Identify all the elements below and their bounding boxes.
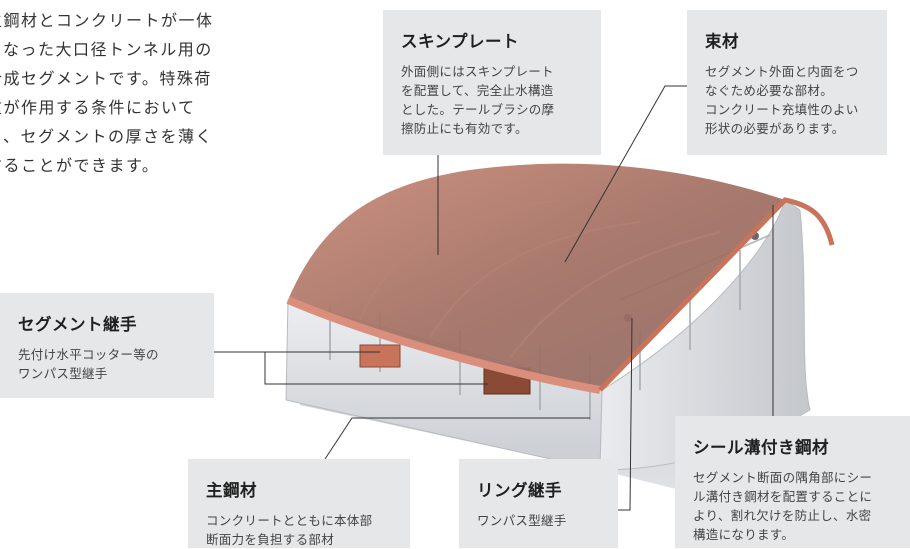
callout-skin-plate: スキンプレート 外面側にはスキンプレート を配置して、完全止水構造 とした。テー…: [383, 10, 601, 155]
callout-title: リング継手: [477, 481, 562, 500]
callout-line: ル溝付き鋼材を配置することに: [693, 489, 873, 504]
callout-title: 束材: [705, 32, 739, 51]
leader-main-steel: [324, 417, 590, 460]
leader-segment-joint: [214, 351, 488, 385]
callout-line: 先付け水平コッター等の: [18, 347, 159, 362]
intro-line: となった大口径トンネル用の: [0, 40, 213, 59]
callout-body: ワンパス型継手: [477, 511, 600, 530]
callout-title: シール溝付き鋼材: [693, 438, 829, 457]
intro-line: することができます。: [0, 156, 160, 175]
callout-title: スキンプレート: [401, 32, 520, 51]
callout-line: セグメント断面の隅角部にシー: [693, 470, 873, 485]
callout-title: 主鋼材: [206, 481, 257, 500]
skin-plate-rim: [598, 197, 835, 392]
callout-title: セグメント継手: [18, 315, 137, 334]
skin-plate-ribs: [359, 199, 721, 359]
callout-line: 擦防止にも有効です。: [401, 121, 528, 136]
callout-ring-joint: リング継手 ワンパス型継手: [459, 459, 618, 548]
callout-body: セグメント断面の隅角部にシー ル溝付き鋼材を配置することに より、割れ欠けを防止…: [693, 468, 892, 544]
callout-main-steel: 主鋼材 コンクリートとともに本体部 断面力を負担する部材: [188, 459, 410, 548]
skin-plate-edge: [286, 296, 601, 394]
callout-body: セグメント外面と内面をつ なぐため必要な部材。 コンクリート充填性のよい 形状の…: [705, 62, 869, 138]
intro-line: 主鋼材とコンクリートが一体: [0, 11, 214, 30]
intro-line: 合成セグメントです。特殊荷: [0, 69, 212, 88]
segment-joint-block-1: [359, 344, 401, 368]
callout-line: ワンパス型継手: [477, 513, 567, 528]
callout-tsuka: 束材 セグメント外面と内面をつ なぐため必要な部材。 コンクリート充填性のよい …: [687, 10, 887, 155]
callout-line: 構造になります。: [693, 527, 795, 542]
callout-line: コンクリートとともに本体部: [206, 513, 373, 528]
intro-line: 重が作用する条件において: [0, 98, 196, 117]
callout-line: 外面側にはスキンプレート: [401, 64, 554, 79]
intro-text: 主鋼材とコンクリートが一体 となった大口径トンネル用の 合成セグメントです。特殊…: [0, 6, 278, 180]
callout-body: 先付け水平コッター等の ワンパス型継手: [18, 345, 196, 383]
callout-body: 外面側にはスキンプレート を配置して、完全止水構造 とした。テールブラシの摩 擦…: [401, 62, 583, 138]
callout-line: より、割れ欠けを防止し、水密: [693, 508, 872, 523]
callout-line: ワンパス型継手: [18, 366, 108, 381]
callout-line: を配置して、完全止水構造: [401, 83, 554, 98]
skin-plate: [288, 163, 785, 390]
callout-line: コンクリート充填性のよい: [705, 102, 859, 117]
callout-line: セグメント外面と内面をつ: [705, 64, 859, 79]
callout-seal-steel: シール溝付き鋼材 セグメント断面の隅角部にシー ル溝付き鋼材を配置することに よ…: [675, 416, 910, 548]
leader-tsuka: [564, 85, 687, 263]
callout-line: 断面力を負担する部材: [206, 532, 335, 547]
callout-line: なぐため必要な部材。: [705, 83, 834, 98]
leader-ring-joint: [618, 317, 633, 511]
callout-line: とした。テールブラシの摩: [401, 102, 555, 117]
callout-segment-joint: セグメント継手 先付け水平コッター等の ワンパス型継手: [0, 293, 214, 398]
leader-lines: [214, 85, 774, 511]
callout-body: コンクリートとともに本体部 断面力を負担する部材: [206, 511, 392, 549]
intro-line: も、セグメントの厚さを薄く: [0, 127, 214, 146]
callout-line: 形状の必要があります。: [705, 121, 845, 136]
